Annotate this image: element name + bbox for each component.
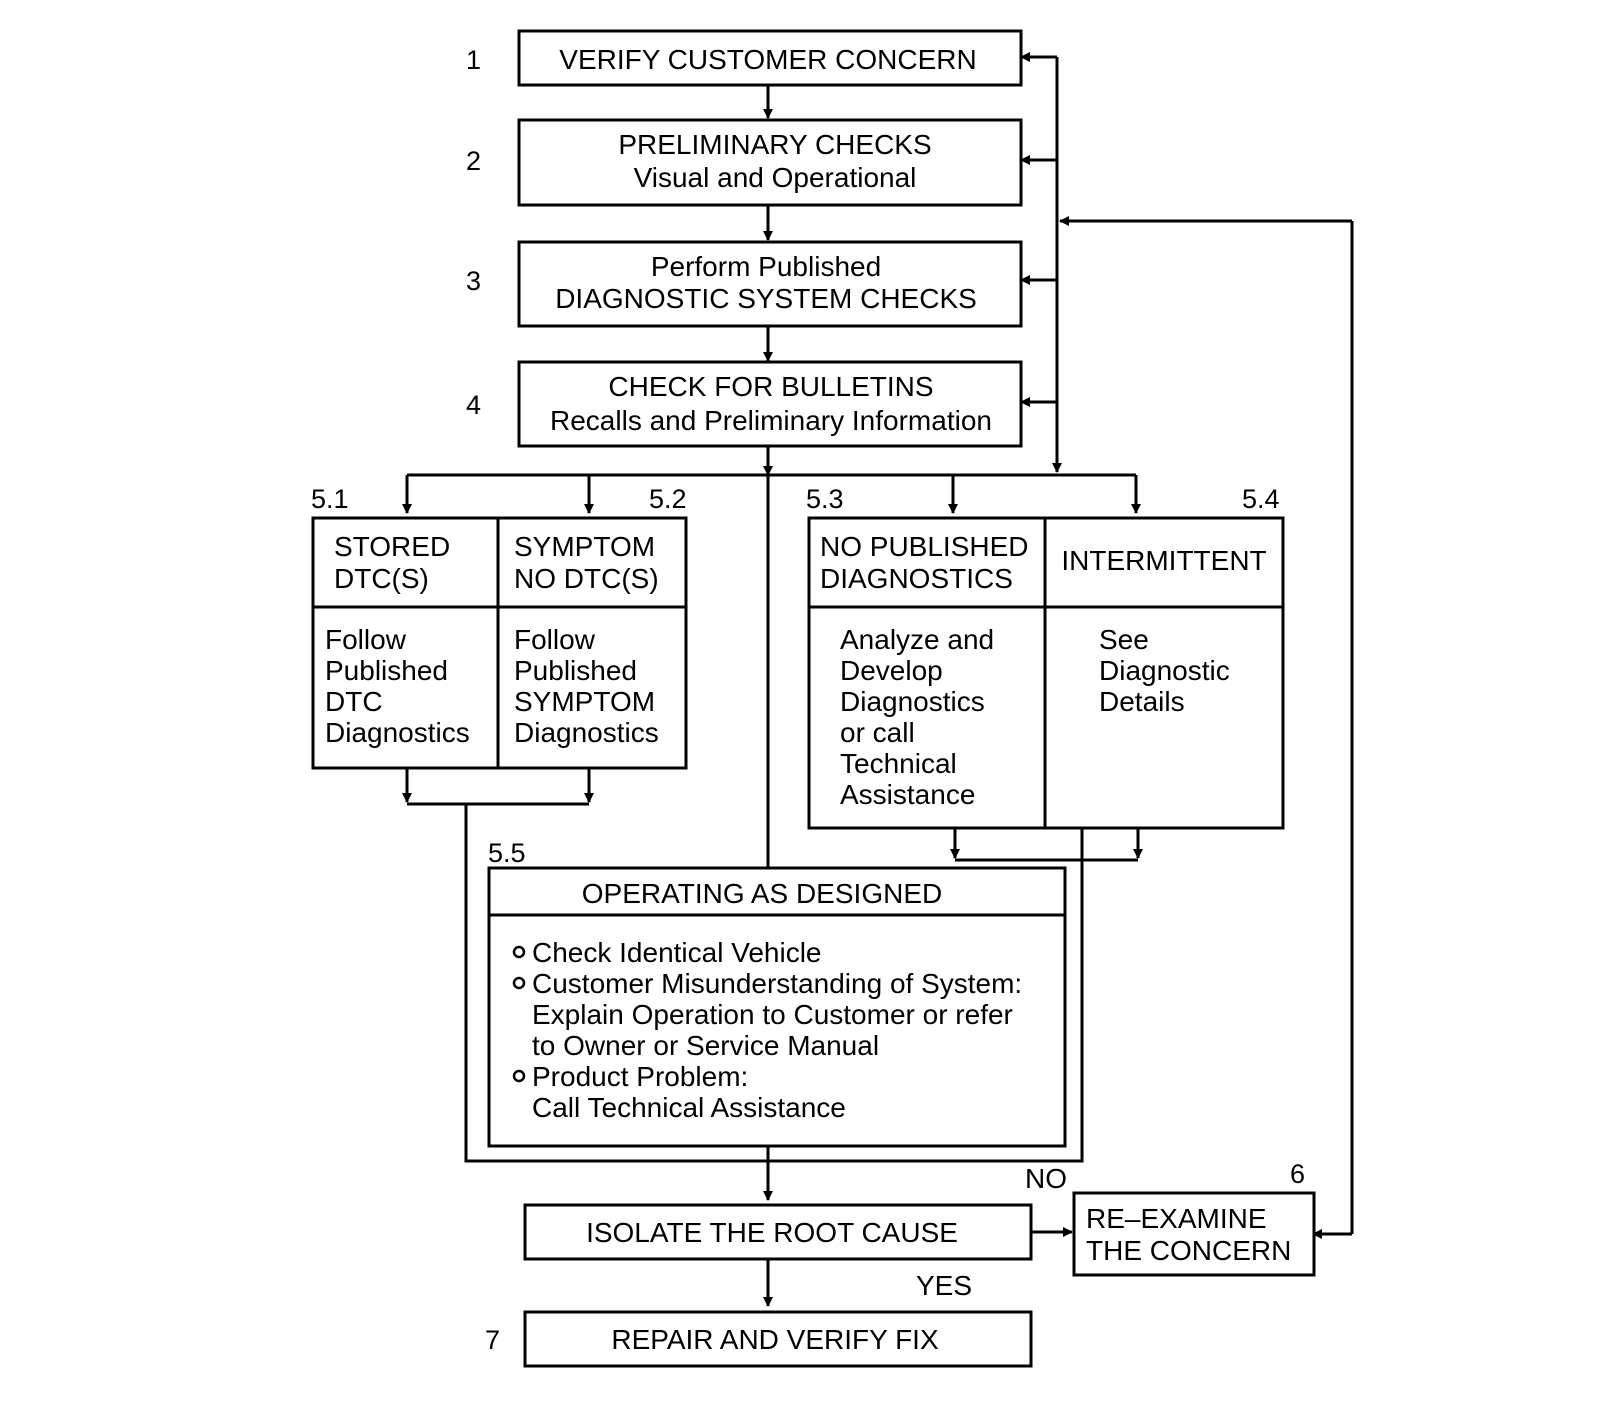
step-number-5-5: 5.5 [488, 838, 526, 868]
step-5-3-body-line-5: Technical [840, 748, 957, 779]
step-5-2-body-line-4: Diagnostics [514, 717, 659, 748]
step-4-title: CHECK FOR BULLETINS [608, 371, 933, 402]
step-number-5-4: 5.4 [1242, 484, 1280, 514]
step-number-1: 1 [466, 45, 481, 75]
step-5-1-body-line-3: DTC [325, 686, 383, 717]
step-number-3: 3 [466, 266, 481, 296]
step-5-2-body-line-1: Follow [514, 624, 596, 655]
step-number-2: 2 [466, 146, 481, 176]
step-number-6: 6 [1290, 1159, 1305, 1189]
step-number-5-3: 5.3 [806, 484, 844, 514]
step-number-5-1: 5.1 [311, 484, 349, 514]
step-5-1-body-line-2: Published [325, 655, 448, 686]
step-5-3-body-line-4: or call [840, 717, 915, 748]
step-5-5-bullet-3-line-1: Product Problem: [532, 1061, 748, 1092]
label-yes: YES [916, 1270, 972, 1301]
step-number-5-2: 5.2 [649, 484, 687, 514]
step-6-box [1072, 1191, 1316, 1277]
bullet-icon [512, 976, 526, 990]
step-5-2-body-line-3: SYMPTOM [514, 686, 655, 717]
step-5-1-5-2-group: 5.1 5.2 STORED DTC(S) Follow Published D… [311, 484, 688, 770]
step-5-5-bullet-3-line-2: Call Technical Assistance [532, 1092, 846, 1123]
step-number-4: 4 [466, 390, 481, 420]
step-5-3-body-line-2: Develop [840, 655, 943, 686]
step-2-box [517, 118, 1023, 207]
bullet-icon [512, 1069, 526, 1083]
step-5-5-bullet-2-line-1: Customer Misunderstanding of System: [532, 968, 1022, 999]
step-6-title-line-1: RE–EXAMINE [1086, 1203, 1267, 1234]
step-5-2-header-line-2: NO DTC(S) [514, 563, 659, 594]
step-5-4-body-line-3: Details [1099, 686, 1185, 717]
step-5-4-body-line-1: See [1099, 624, 1149, 655]
step-5-3-header-line-1: NO PUBLISHED [820, 531, 1029, 562]
step-5-5-header: OPERATING AS DESIGNED [582, 878, 942, 909]
step-2-title: PRELIMINARY CHECKS [618, 129, 931, 160]
step-3-box [517, 240, 1023, 328]
step-5-5-bullet-1-line-1: Check Identical Vehicle [532, 937, 822, 968]
step-2-subtitle: Visual and Operational [634, 162, 917, 193]
step-5-2-body-line-2: Published [514, 655, 637, 686]
step-number-7: 7 [485, 1325, 500, 1355]
step-1-box [517, 29, 1023, 87]
step-3: 3 Perform Published DIAGNOSTIC SYSTEM CH… [466, 240, 1023, 328]
step-4: 4 CHECK FOR BULLETINS Recalls and Prelim… [466, 360, 1023, 448]
step-5-4-header: INTERMITTENT [1061, 545, 1266, 576]
step-3-subtitle: DIAGNOSTIC SYSTEM CHECKS [555, 283, 977, 314]
step-1: 1 VERIFY CUSTOMER CONCERN [466, 29, 1023, 87]
step-5-3-header-line-2: DIAGNOSTICS [820, 563, 1013, 594]
step-5-3-body-line-3: Diagnostics [840, 686, 985, 717]
step-5-3-body-line-6: Assistance [840, 779, 975, 810]
connectors [402, 52, 1354, 1307]
step-5-1-body-line-4: Diagnostics [325, 717, 470, 748]
isolate-box [523, 1203, 1033, 1261]
step-5-1-header-line-2: DTC(S) [334, 563, 429, 594]
step-1-title: VERIFY CUSTOMER CONCERN [559, 44, 976, 75]
step-5-2-header-line-1: SYMPTOM [514, 531, 655, 562]
left-bypass [464, 804, 1084, 1163]
step-4-subtitle: Recalls and Preliminary Information [550, 405, 992, 436]
step-5-1-header-line-1: STORED [334, 531, 450, 562]
step-5-3-body-line-1: Analyze and [840, 624, 994, 655]
label-no: NO [1025, 1163, 1067, 1194]
step-5-5-bullet-2-line-3: to Owner or Service Manual [532, 1030, 879, 1061]
step-5-5: 5.5 OPERATING AS DESIGNED Check Identica… [487, 838, 1067, 1148]
step-5-5-bullet-2-line-2: Explain Operation to Customer or refer [532, 999, 1013, 1030]
step-5-3-5-4-group: 5.3 5.4 NO PUBLISHED DIAGNOSTICS Analyze… [806, 484, 1285, 830]
step-7-title: REPAIR AND VERIFY FIX [611, 1324, 939, 1355]
step-7: 7 REPAIR AND VERIFY FIX [485, 1310, 1033, 1368]
bullet-icon [512, 945, 526, 959]
step-4-box [517, 360, 1023, 448]
step-5-1-body-line-1: Follow [325, 624, 407, 655]
step-6: 6 RE–EXAMINE THE CONCERN [1072, 1159, 1316, 1277]
isolate-title: ISOLATE THE ROOT CAUSE [586, 1217, 958, 1248]
isolate-root-cause: ISOLATE THE ROOT CAUSE NO YES [523, 1163, 1067, 1301]
step-3-title: Perform Published [651, 251, 881, 282]
step-2: 2 PRELIMINARY CHECKS Visual and Operatio… [466, 118, 1023, 207]
step-6-title-line-2: THE CONCERN [1086, 1235, 1291, 1266]
step-5-4-body-line-2: Diagnostic [1099, 655, 1230, 686]
step-7-box [523, 1310, 1033, 1368]
